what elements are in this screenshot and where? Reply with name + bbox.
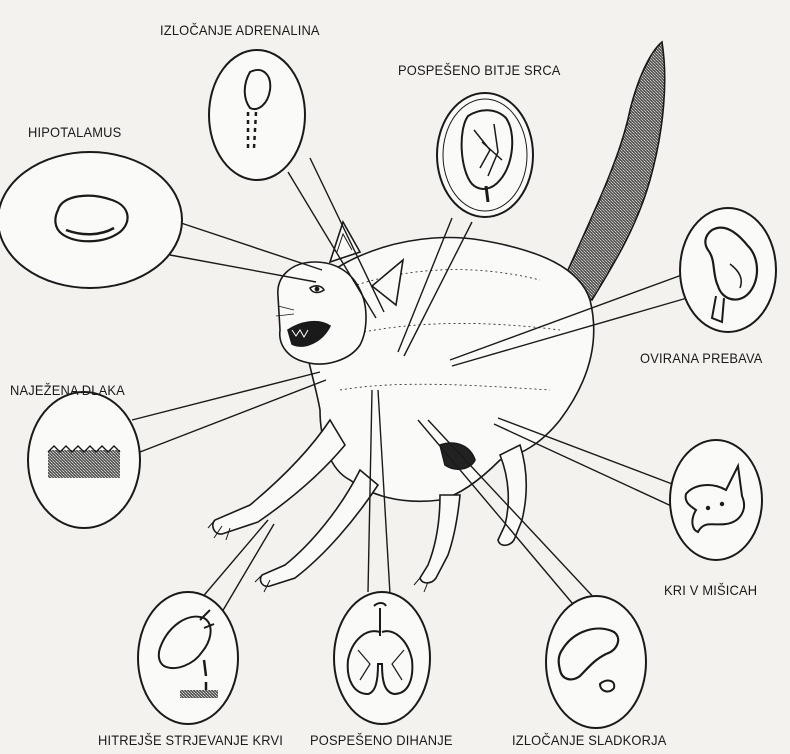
cat-tail bbox=[560, 42, 665, 300]
label-heartbeat: POSPEŠENO BITJE SRCA bbox=[398, 62, 561, 78]
raised-fur-icon bbox=[48, 450, 120, 478]
cat-hind-leg-right bbox=[498, 445, 526, 545]
circle-hypothalamus bbox=[0, 152, 182, 288]
label-hypothalamus: HIPOTALAMUS bbox=[28, 124, 121, 140]
circle-breathing bbox=[334, 592, 430, 724]
label-breathing: POSPEŠENO DIHANJE bbox=[310, 732, 453, 748]
circle-sugar bbox=[546, 596, 646, 728]
label-hair: NAJEŽENA DLAKA bbox=[10, 382, 125, 398]
cat-hind-leg-left bbox=[420, 495, 460, 583]
label-muscles: KRI V MIŠICAH bbox=[664, 582, 757, 598]
circle-hair bbox=[28, 392, 140, 528]
label-clotting: HITREJŠE STRJEVANJE KRVI bbox=[98, 732, 283, 748]
label-sugar: IZLOČANJE SLADKORJA bbox=[512, 732, 667, 748]
connector-hair bbox=[132, 372, 326, 452]
circle-clotting bbox=[138, 592, 238, 724]
label-adrenaline: IZLOČANJE ADRENALINA bbox=[160, 22, 320, 38]
label-digestion: OVIRANA PREBAVA bbox=[640, 350, 763, 366]
cat-ear-left bbox=[330, 222, 360, 262]
circle-digestion bbox=[680, 208, 776, 332]
cat-front-leg-left bbox=[213, 420, 345, 534]
circle-heartbeat bbox=[437, 93, 533, 217]
circle-muscles bbox=[670, 440, 762, 560]
circle-adrenaline bbox=[209, 50, 305, 180]
